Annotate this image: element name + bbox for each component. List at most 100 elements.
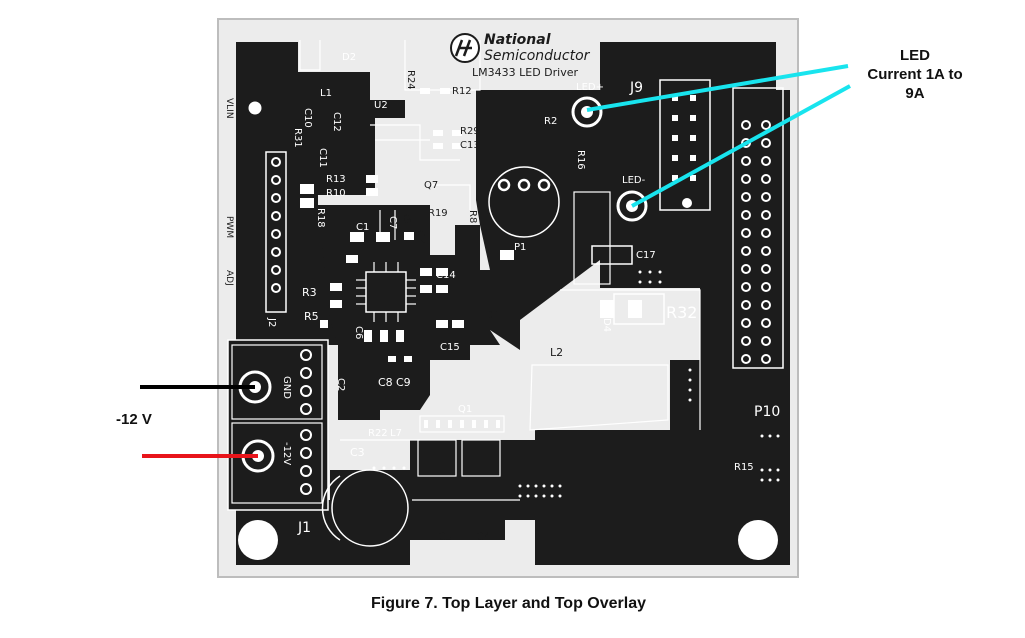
j1-pin-column — [300, 349, 312, 495]
label-l7: L7 — [390, 428, 402, 439]
copper-pour-center — [318, 205, 500, 420]
j9-pins — [741, 120, 771, 364]
label-c17: C17 — [636, 250, 656, 261]
mounting-hole-bottom-left — [238, 520, 278, 560]
ic-main-pins — [356, 262, 416, 322]
q1-pins — [424, 420, 500, 428]
label-r12: R12 — [452, 86, 472, 97]
c3-capacitor — [331, 469, 409, 547]
label-r6: R6 — [401, 210, 412, 223]
vlin-hole — [245, 98, 265, 118]
label-r14: R14 — [415, 226, 426, 246]
label-u2: U2 — [374, 100, 388, 111]
led-annotation-line-2: Current 1A to — [867, 66, 963, 83]
l2-inductor — [529, 364, 669, 431]
p1-potentiometer — [488, 166, 560, 238]
label-q7: Q7 — [424, 180, 438, 191]
via-dots — [372, 270, 780, 498]
label-pwm: PWM — [224, 216, 234, 238]
label-c2: C2 — [335, 378, 346, 391]
label-q1: Q1 — [458, 404, 472, 415]
label-r29: R29 — [460, 126, 480, 137]
label-r3: R3 — [302, 286, 317, 299]
figure-caption: Figure 7. Top Layer and Top Overlay — [370, 595, 647, 612]
smd-pads — [300, 88, 642, 362]
label-r32: R32 — [666, 303, 697, 322]
label-r2: R2 — [544, 116, 557, 127]
national-semiconductor-logo — [450, 33, 480, 63]
q1-block — [417, 415, 505, 477]
led-annotation-line-1: LED — [900, 47, 930, 64]
j9-small-connector — [659, 79, 711, 211]
label-c6: C6 — [353, 326, 364, 339]
voltage-annotation: -12 V — [116, 411, 152, 428]
label-p10: P10 — [754, 404, 780, 420]
label-d1: D1 — [486, 310, 500, 321]
ic-main — [365, 271, 407, 313]
label-r13: R13 — [326, 174, 346, 185]
label-r22: R22 — [368, 428, 388, 439]
led-annotation-line-3: 9A — [905, 85, 925, 102]
cyan-pointer-led-minus — [631, 84, 851, 208]
c17-outline — [591, 245, 633, 265]
label-c1: C1 — [356, 222, 369, 233]
label-c3: C3 — [350, 446, 365, 459]
label-vlin: VLIN — [224, 98, 234, 119]
copper-pour-bottom-right — [535, 340, 790, 565]
label-l2: L2 — [550, 346, 563, 359]
label-j2: J2 — [266, 317, 277, 327]
label-r16: R16 — [575, 150, 586, 170]
brand-line-2: Semiconductor — [484, 48, 591, 64]
large-component-outline — [573, 191, 611, 285]
label-led-plus: LED+ — [576, 82, 604, 93]
label-led-minus: LED- — [622, 175, 646, 186]
label-d2: D2 — [342, 52, 356, 63]
label-adj: ADJ — [224, 270, 234, 286]
label-c8: C8 — [378, 376, 393, 389]
label-c14: C14 — [436, 270, 456, 281]
label-gnd: GND — [281, 376, 292, 399]
j1-divider-2 — [231, 422, 323, 504]
j1-divider — [231, 344, 323, 420]
label-c9: C9 — [396, 376, 411, 389]
label-c15: C15 — [440, 342, 460, 353]
label-j9: J9 — [629, 80, 643, 96]
copper-pour-top-left — [236, 42, 405, 195]
label-j1: J1 — [297, 520, 311, 536]
led-current-annotation: LED Current 1A to 9A — [845, 46, 985, 103]
copper-pour-bottom-mid — [410, 440, 535, 540]
label-r15: R15 — [734, 462, 754, 473]
label-c5: C5 — [438, 530, 453, 543]
label-neg12v: -12V — [281, 442, 292, 465]
j9-header — [732, 87, 784, 369]
j2-pins — [271, 157, 281, 293]
label-r31: R31 — [292, 128, 303, 148]
cyan-pointer-led-plus — [586, 64, 849, 112]
label-r8: R8 — [467, 210, 478, 223]
label-l1: L1 — [320, 88, 332, 99]
c3-polarity-arc — [321, 475, 341, 541]
j9-via — [682, 198, 692, 208]
label-c10: C10 — [302, 108, 313, 128]
label-r10: R10 — [326, 188, 346, 199]
traces — [299, 40, 701, 501]
j9-small-pins — [672, 95, 696, 181]
label-r18: R18 — [315, 208, 326, 228]
r32-outline — [613, 293, 665, 325]
board-title: LM3433 LED Driver — [472, 66, 578, 79]
label-c12: C12 — [331, 112, 342, 132]
label-r5: R5 — [304, 310, 319, 323]
label-c4: C4 — [476, 530, 491, 543]
j1-terminal-block — [227, 339, 329, 511]
label-d4: D4 — [601, 318, 612, 332]
label-r19: R19 — [428, 208, 448, 219]
label-c7: C7 — [387, 216, 398, 229]
label-p1: P1 — [514, 242, 526, 253]
label-r24: R24 — [405, 70, 416, 90]
copper-pour-upper-right-corner — [610, 42, 776, 90]
brand-line-1: National — [484, 32, 551, 48]
p1-pins — [497, 178, 551, 192]
mounting-hole-bottom-right — [738, 520, 778, 560]
label-c13: C13 — [460, 140, 480, 151]
